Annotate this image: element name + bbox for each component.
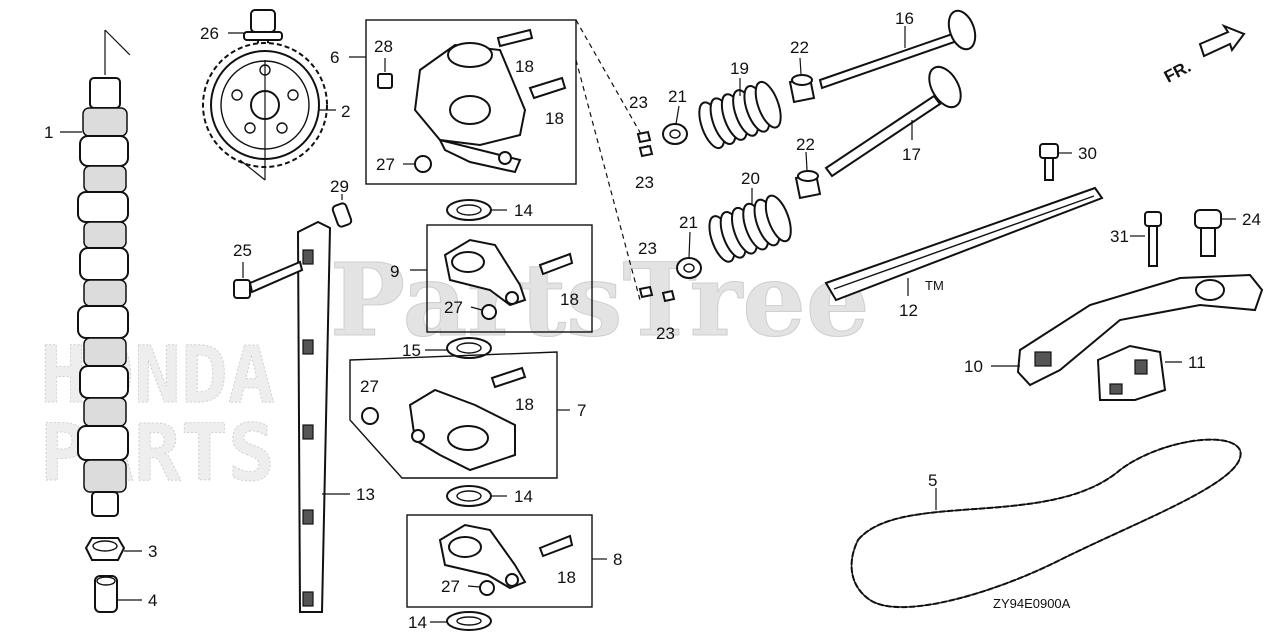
tensioner-bolt[interactable] (1144, 211, 1162, 267)
callout-8: 8 (613, 550, 622, 569)
callout-27c: 27 (360, 377, 379, 396)
callout-23b: 23 (635, 173, 654, 192)
dowel-pin[interactable] (331, 202, 353, 228)
washer-14-middle[interactable] (446, 485, 492, 507)
callout-28: 28 (374, 37, 393, 56)
exhaust-valve-17[interactable] (824, 61, 967, 178)
callout-2: 2 (341, 102, 350, 121)
callout-23c: 23 (638, 239, 657, 258)
callout-29: 29 (330, 177, 349, 196)
valve-spring-19[interactable] (694, 79, 786, 151)
callout-18e: 18 (557, 568, 576, 587)
callout-17: 17 (902, 145, 921, 164)
callout-18d: 18 (515, 395, 534, 414)
callout-27b: 27 (444, 298, 463, 317)
diagram-code: ZY94E0900A (993, 596, 1071, 611)
washer-14-top[interactable] (446, 199, 492, 221)
callout-1: 1 (44, 123, 53, 142)
callout-18b: 18 (545, 109, 564, 128)
callout-15: 15 (402, 341, 421, 360)
callout-21a: 21 (668, 87, 687, 106)
callout-10: 10 (964, 357, 983, 376)
spring-retainer-21-top[interactable] (662, 123, 688, 145)
intake-valve-16[interactable] (818, 7, 980, 90)
chain-guide[interactable] (824, 186, 1104, 302)
front-direction-arrow: FR. (1161, 23, 1246, 87)
callout-19: 19 (730, 59, 749, 78)
watermark-brand: PartsTree (330, 241, 870, 359)
watermark: PartsTree TM HONDA PARTS (40, 241, 944, 500)
callout-18c: 18 (560, 290, 579, 309)
callout-4: 4 (148, 591, 157, 610)
callout-14c: 14 (408, 613, 427, 632)
callout-9: 9 (390, 262, 399, 281)
callout-12: 12 (899, 301, 918, 320)
callout-22b: 22 (796, 135, 815, 154)
callout-20: 20 (741, 169, 760, 188)
washer-14-bottom[interactable] (446, 611, 492, 631)
callout-5: 5 (928, 471, 937, 490)
callout-18a: 18 (515, 57, 534, 76)
callout-13: 13 (356, 485, 375, 504)
tensioner-pivot-bolt[interactable] (1194, 209, 1222, 257)
rocker-arm-assembly-8[interactable] (438, 523, 574, 596)
rocker-shaft[interactable] (296, 220, 332, 613)
callout-7: 7 (577, 401, 586, 420)
callout-26: 26 (200, 24, 219, 43)
callout-27d: 27 (441, 577, 460, 596)
rocker-arm-assembly-7[interactable] (361, 366, 527, 472)
chain-tensioner[interactable] (1096, 344, 1167, 401)
watermark-trademark: TM (925, 278, 944, 293)
callout-22a: 22 (790, 38, 809, 57)
camshaft-nut[interactable] (84, 537, 126, 561)
callout-23a: 23 (629, 93, 648, 112)
valve-spring-20[interactable] (704, 192, 796, 264)
chain-tensioner-arm[interactable] (1016, 273, 1264, 387)
callout-11: 11 (1188, 353, 1206, 372)
callout-16: 16 (895, 9, 914, 28)
rocker-bolt-6a[interactable] (496, 28, 534, 48)
callout-14a: 14 (514, 201, 533, 220)
washer-15[interactable] (446, 337, 492, 359)
valve-keepers[interactable] (636, 130, 676, 303)
callout-25: 25 (233, 241, 252, 260)
watermark-side-line1: HONDA (40, 331, 275, 421)
rocker-arm-assembly-6[interactable] (377, 42, 527, 174)
valve-stem-seal-22-top[interactable] (788, 74, 816, 104)
callout-27a: 27 (376, 155, 395, 174)
callout-6: 6 (330, 48, 339, 67)
callout-23d: 23 (656, 324, 675, 343)
spring-retainer-21-bottom[interactable] (676, 257, 702, 279)
valve-stem-seal-22-bottom[interactable] (794, 170, 822, 200)
shaft-bolt[interactable] (233, 260, 304, 299)
callout-14b: 14 (514, 487, 533, 506)
cam-chain[interactable] (850, 438, 1242, 609)
callout-31: 31 (1110, 227, 1129, 246)
callout-30: 30 (1078, 144, 1097, 163)
camshaft-gear[interactable] (202, 42, 328, 181)
callout-21b: 21 (679, 213, 698, 232)
callout-24: 24 (1242, 210, 1261, 229)
rocker-arm-assembly-9[interactable] (443, 238, 574, 320)
rocker-bolt-6b[interactable] (528, 76, 567, 100)
guide-bolt[interactable] (1039, 143, 1059, 181)
callout-3: 3 (148, 542, 157, 561)
watermark-side-line2: PARTS (40, 409, 275, 499)
front-marker-label: FR. (1161, 57, 1194, 87)
camshaft-pin[interactable] (94, 575, 118, 613)
camshaft[interactable] (77, 29, 131, 517)
